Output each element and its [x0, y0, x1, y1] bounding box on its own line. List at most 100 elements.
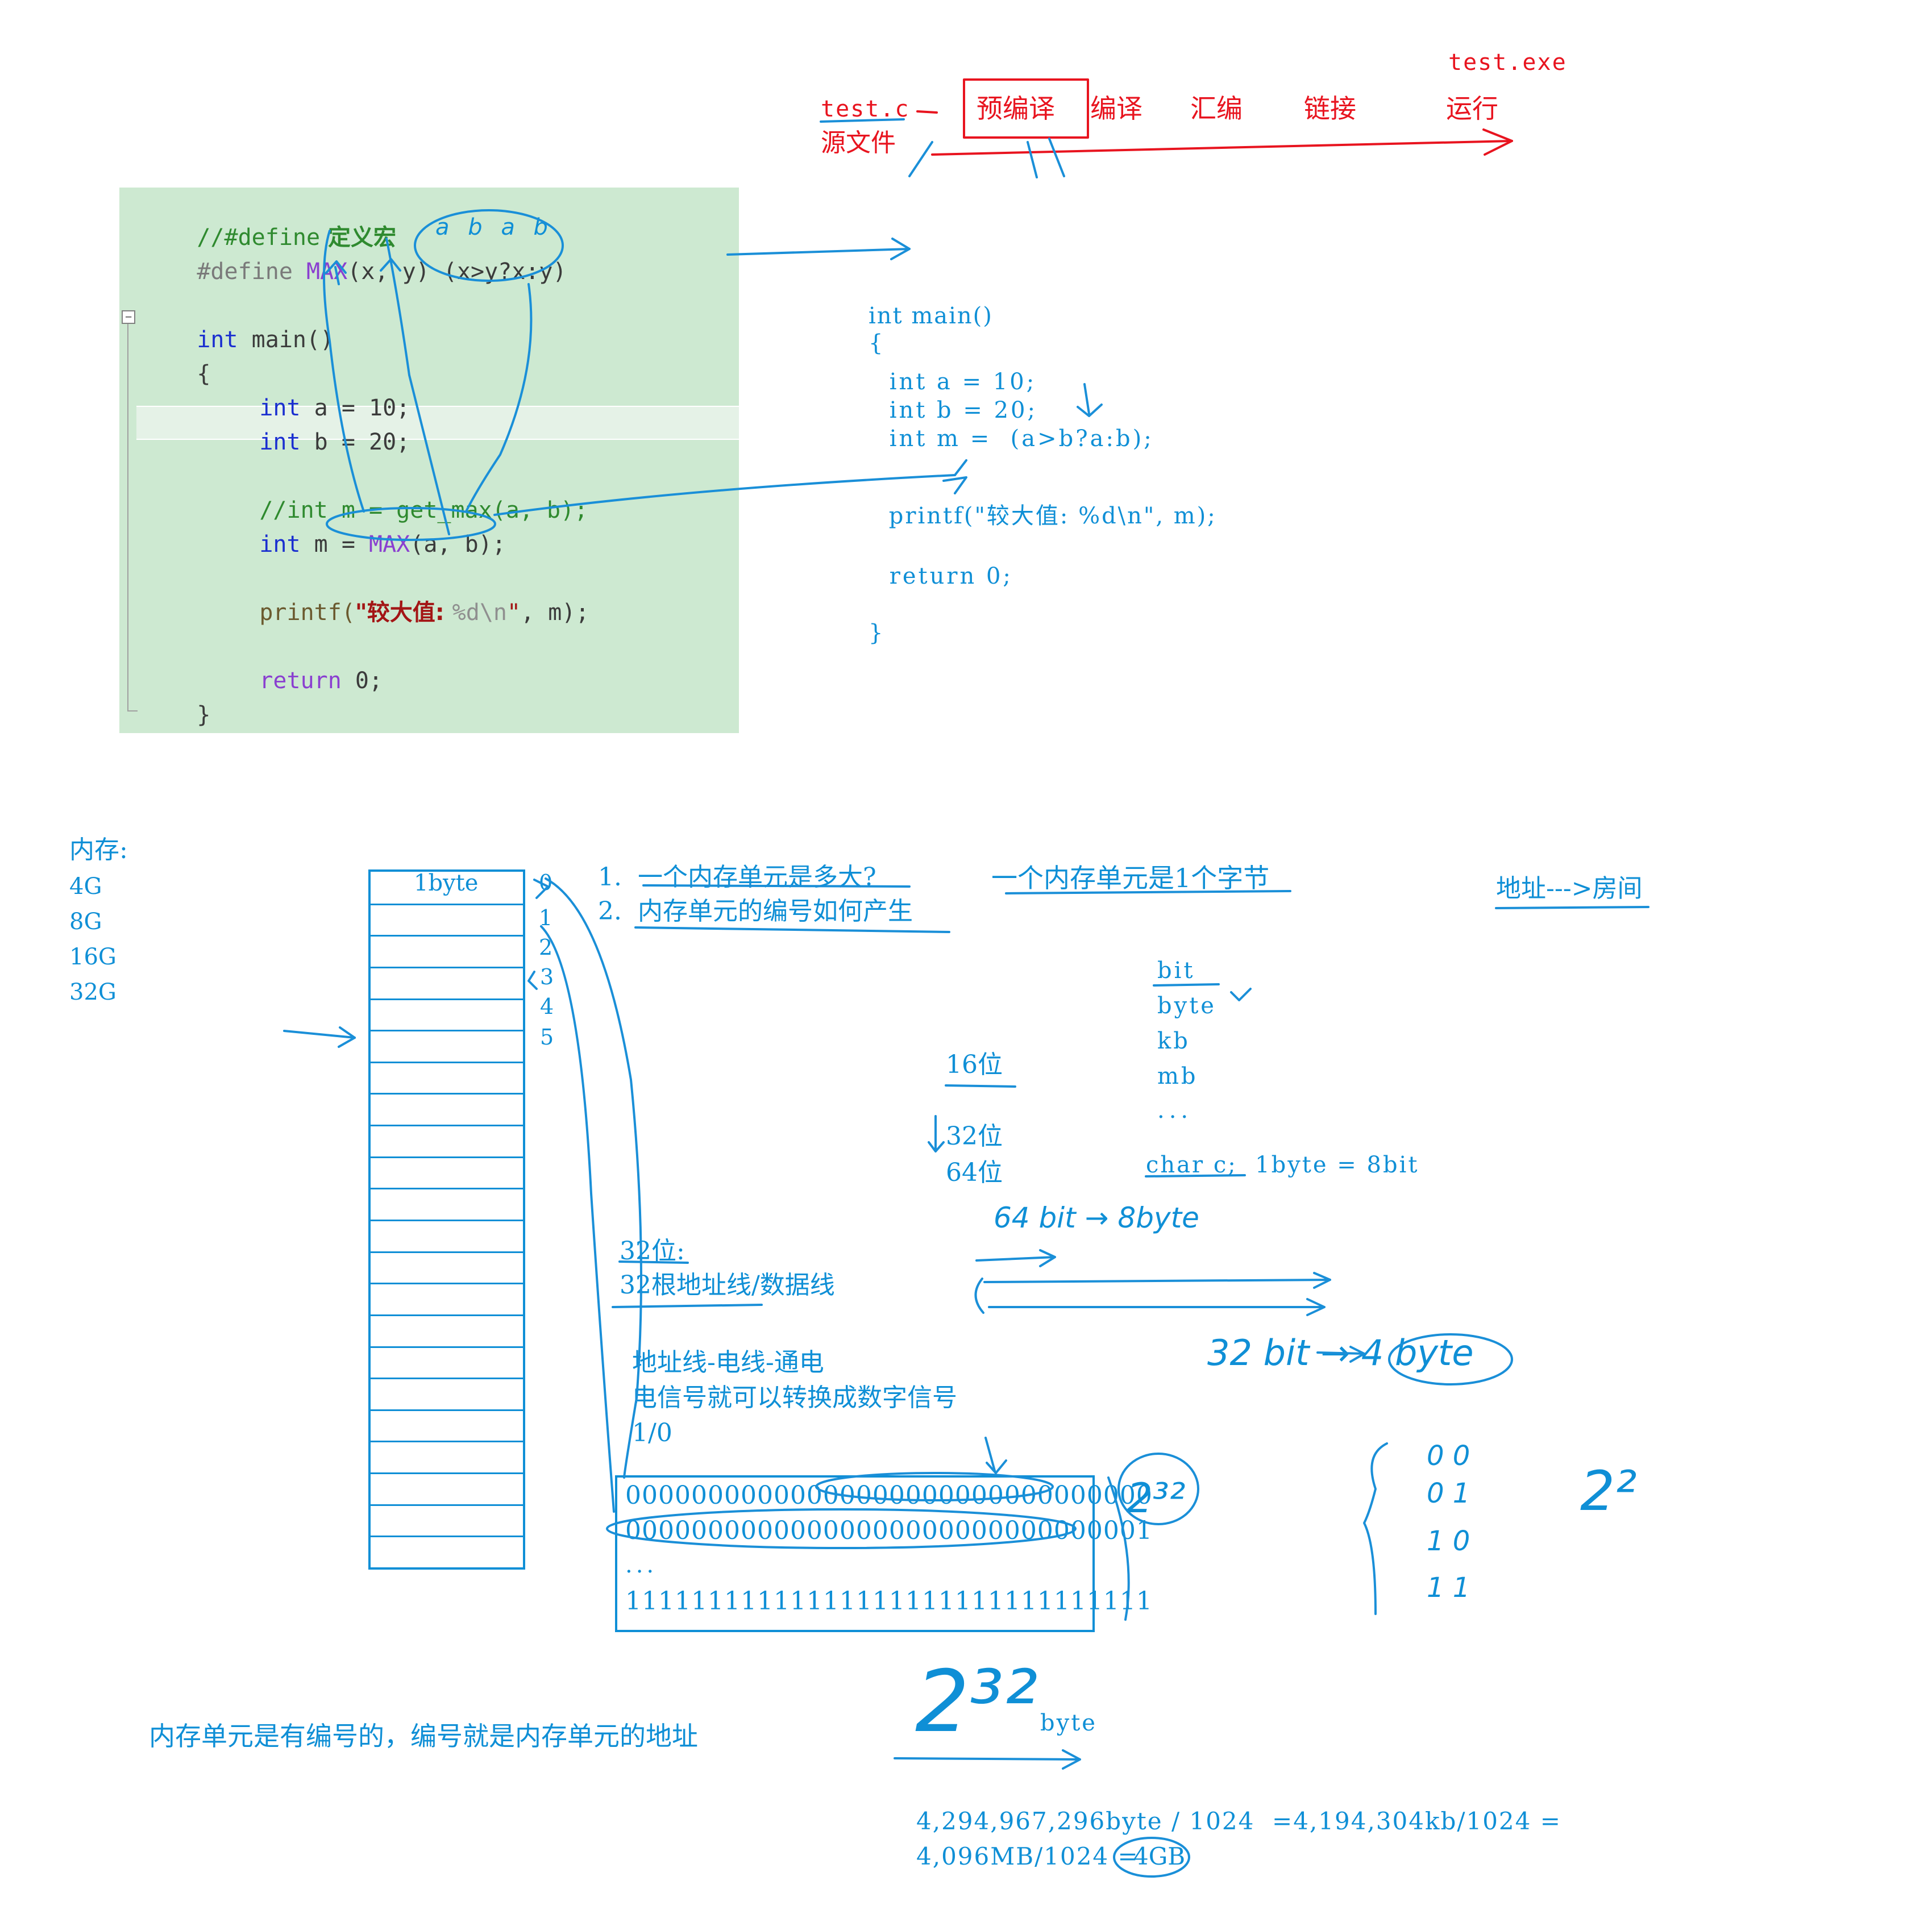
output-file-label: test.exe [1448, 49, 1567, 76]
stage-assemble: 汇编 [1190, 93, 1243, 124]
expanded-line-a: int a = 10; [880, 369, 1037, 395]
pipeline-arrow-head [1482, 128, 1513, 156]
second-addr-circle [606, 1508, 1077, 1549]
calc-result: 4GB [1133, 1842, 1186, 1870]
code-string: "较大值: [355, 600, 452, 626]
expanded-marker [1077, 383, 1103, 417]
memory-cell-divider [371, 1409, 523, 1411]
expanded-line-brace-close: } [869, 620, 883, 646]
ink-stroke [908, 141, 933, 177]
expand-arrow-head [890, 238, 911, 260]
code-preprocessor: #define [197, 259, 293, 285]
code-keyword: int [259, 429, 301, 455]
code-keyword-return: return [259, 668, 342, 694]
hand-bits-row-10: 1 0 [1427, 1525, 1470, 1557]
address-row-last: 11111111111111111111111111111111 [625, 1587, 1153, 1616]
arrow-head-x [325, 260, 347, 274]
param-link-x [323, 230, 365, 513]
cell-index-3: 3 [540, 964, 554, 989]
fold-guide-end [127, 710, 138, 711]
expanded-line-b: int b = 20; [880, 397, 1037, 423]
hand-bits-row-01: 0 1 [1427, 1478, 1470, 1509]
memory-cell-divider [371, 1061, 523, 1063]
cell-index-4: 4 [540, 994, 554, 1019]
addr-box-marker [984, 1437, 1007, 1474]
address-row-first: 00000000000000000000000000000000 [625, 1481, 1153, 1510]
byte-check [1230, 988, 1252, 1001]
memory-cell-divider [371, 903, 523, 905]
cell-index-1: 1 [539, 905, 553, 930]
hand-64bit: 64 bit → 8byte [994, 1201, 1199, 1234]
pow32-circle [1117, 1453, 1199, 1525]
macro-call-circle [326, 507, 496, 541]
memory-cell-divider [371, 1251, 523, 1253]
four-byte-circle [1388, 1333, 1513, 1385]
byte-label: byte [1040, 1710, 1097, 1736]
bits-table-brace [1363, 1442, 1388, 1615]
char-byte-note: char c; 1byte = 8bit [1146, 1152, 1419, 1178]
code-text: b = 20; [300, 429, 410, 455]
memory-size-4g: 4G [69, 873, 102, 900]
summary-note: 内存单元是有编号的，编号就是内存单元的地址 [149, 1721, 698, 1751]
hand-bits-row-00: 0 0 [1427, 1440, 1470, 1472]
unit-kb: kb [1157, 1028, 1190, 1054]
memory-size-16g: 16G [69, 944, 117, 970]
q2-underline [634, 926, 950, 933]
memory-cell-divider [371, 1030, 523, 1032]
address-room-note: 地址--->房间 [1496, 874, 1643, 903]
unit-mb: mb [1157, 1063, 1198, 1089]
code-line-a: int a = 10; [205, 374, 410, 442]
code-line-return: return 0; [205, 647, 383, 715]
code-line-1: //#define 定义宏 [142, 203, 396, 272]
source-file-label: test.c [821, 96, 910, 122]
expand-arrow [726, 248, 911, 256]
wire-note-1: 地址线-电线-通电 [632, 1348, 824, 1377]
unit-bit: bit [1157, 958, 1195, 984]
hand-pow2: 2² [1580, 1459, 1637, 1523]
ink-stroke [1048, 138, 1065, 177]
memory-cell-divider [371, 1156, 523, 1158]
stage-precompile: 预编译 [977, 93, 1055, 124]
macro-body-circle [414, 209, 564, 282]
unit-ellipsis: ... [1157, 1097, 1193, 1124]
unit-byte: byte [1157, 993, 1216, 1019]
ink-underline [820, 118, 905, 123]
source-dash [916, 110, 938, 114]
memory-cell-divider [371, 1441, 523, 1443]
code-text: } [197, 702, 211, 728]
expanded-line-main: int main() [869, 303, 993, 329]
note32-underline [618, 1260, 689, 1264]
current-line-highlight [136, 406, 739, 440]
bus-arrow-1 [983, 1272, 1331, 1289]
hand-pow32-small: 2³² [1127, 1474, 1186, 1522]
code-line-brace-close: } [142, 681, 210, 749]
wires-underline [612, 1304, 763, 1308]
code-editor-panel: − //#define 定义宏 #define MAX(x, y) (x>y?x… [119, 188, 739, 733]
code-line-printf: printf("较大值: %d\n", m); [205, 579, 589, 647]
code-text: m = [300, 531, 369, 557]
code-comment-cn: 定义宏 [320, 224, 397, 251]
address-row-ellipsis: ... [625, 1552, 658, 1578]
bits-16: 16位 [946, 1050, 1003, 1079]
code-line-brace-open: { [142, 340, 210, 408]
fold-toggle[interactable]: − [122, 310, 135, 324]
char-underline [1145, 1174, 1246, 1177]
code-line-main: int main() [142, 306, 334, 374]
memory-cell-divider [371, 1283, 523, 1285]
fold-guide [127, 324, 128, 710]
range-brace [1107, 1476, 1130, 1621]
memory-cell-divider [371, 1220, 523, 1221]
calc-line-2: 4,096MB/1024 = [916, 1842, 1139, 1870]
memory-cell-label: 1byte [414, 870, 479, 896]
bit32-arrow [1316, 1346, 1365, 1363]
result-circle [1113, 1837, 1190, 1878]
note-32-wires: 32根地址线/数据线 [620, 1271, 835, 1300]
q1-underline [642, 884, 911, 888]
memory-cell-divider [371, 998, 523, 1000]
bus-arrow-2 [988, 1298, 1326, 1316]
memory-cell-divider [371, 1504, 523, 1506]
arrow-head-y [380, 258, 401, 272]
code-comment: //int m = get_max(a, b); [259, 497, 588, 523]
hand-32bit: 32 bit → 4 byte [1207, 1332, 1474, 1374]
